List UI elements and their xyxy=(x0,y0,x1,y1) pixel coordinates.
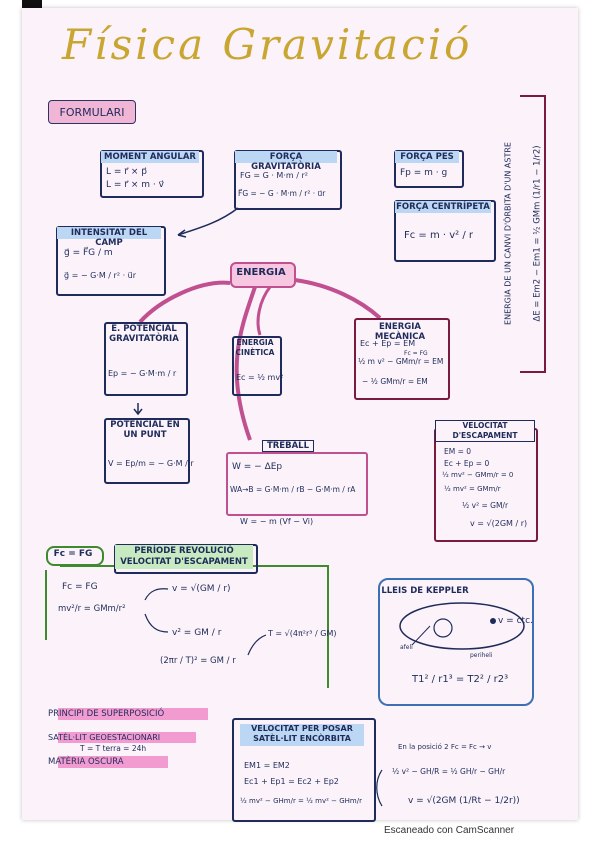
moment-formula-1: L = r⃗ × p⃗ xyxy=(106,167,147,177)
page-title: Física Gravitació xyxy=(62,20,473,69)
kepler-afeli: afeli xyxy=(400,644,413,651)
intensitat-formula-2: g⃗ = − G·M / r² · u⃗r xyxy=(64,271,137,280)
escapament-l3: ½ mv² − GMm/r = 0 xyxy=(442,471,514,479)
forca-cent-formula: Fc = m · v² / r xyxy=(404,230,474,241)
fcfg-l4: v² = GM / r xyxy=(172,628,222,638)
treball-formula-1: W = − ΔEp xyxy=(232,462,283,472)
forca-grav-formula-1: FG = G · M·m / r² xyxy=(240,171,308,180)
fc-fg-tag: Fc = FG xyxy=(53,549,93,559)
treball-formula-3: W = − m (Vf − Vi) xyxy=(240,517,314,526)
em-formula-3: Fc = FG xyxy=(404,350,428,357)
em-formula-4: − ½ GMm/r = EM xyxy=(362,377,428,386)
forca-grav-formula-2: F⃗G = − G · M·m / r² · u⃗r xyxy=(238,189,326,198)
energia-cinetica-box xyxy=(232,336,282,396)
escapament-l5: ½ v² = GM/r xyxy=(462,501,509,510)
potencial-punt-box xyxy=(104,418,190,484)
fcfg-l1: Fc = FG xyxy=(62,582,98,592)
forca-pes-header: FORÇA PES xyxy=(400,152,454,162)
energia-mecanica-header: ENERGIA MECÀNICA xyxy=(374,322,426,342)
bullet-materia-oscura: MATÈRIA OSCURA xyxy=(48,757,124,767)
potencial-header: POTENCIAL EN UN PUNT xyxy=(110,420,180,440)
periode-header: PERÍODE REVOLUCIÓ xyxy=(134,546,234,556)
kepler-box xyxy=(378,578,534,706)
em-formula-2: ½ m v² − GMm/r = EM xyxy=(358,357,444,366)
energia-cinetica-header: ENERGIA CINÈTICA xyxy=(235,338,275,357)
treball-formula-2: WA→B = G·M·m / rB − G·M·m / rA xyxy=(230,485,356,494)
fcfg-l5: (2πr / T)² = GM / r xyxy=(160,656,236,666)
intensitat-header: INTENSITAT DEL CAMP xyxy=(70,228,148,248)
satelit-r2: ½ v² − GH/R = ½ GH/r − GH/r xyxy=(392,767,506,776)
forca-pes-formula: Fp = m · g xyxy=(400,168,448,178)
satelit-box xyxy=(232,718,376,822)
formulari-tag: FORMULARI xyxy=(48,100,136,124)
satelit-r3: v = √(2GM (1/Rt − 1/2r)) xyxy=(408,796,520,806)
em-formula-1: Ec + Ep = EM xyxy=(360,339,416,348)
kepler-header: LLEIS DE KEPPLER xyxy=(381,586,469,596)
e-potencial-box xyxy=(104,322,188,396)
fcfg-l2: mv²/r = GMm/r² xyxy=(58,604,126,614)
treball-header: TREBALL xyxy=(262,440,314,452)
satelit-header: VELOCITAT PER POSAR SATÈL·LIT ENCÒRBITA xyxy=(251,724,353,743)
bullet-geoestacionari: SATÈL·LIT GEOESTACIONARI xyxy=(48,733,161,742)
canvi-orbita-formula: ΔE = Em2 − Em1 = ½ GMm (1/r1 − 1/r2) xyxy=(532,145,543,322)
intensitat-formula-1: g⃗ = F⃗G / m xyxy=(64,248,113,258)
e-potencial-header: E. POTENCIAL GRAVITATÒRIA xyxy=(109,324,179,344)
treball-box xyxy=(226,452,368,516)
energia-mecanica-box xyxy=(354,318,450,400)
kepler-third-law: T1² / r1³ = T2² / r2³ xyxy=(412,674,509,685)
potencial-formula: V = Ep/m = − G·M / r xyxy=(108,459,194,468)
notebook-page xyxy=(22,8,578,820)
bullet-geoestacionari-sub: T = T terra = 24h xyxy=(80,744,147,753)
escapament-l2: Ec + Ep = 0 xyxy=(444,459,490,468)
velocitat-header: VELOCITAT D'ESCAPAMENT xyxy=(120,557,248,567)
scanner-watermark: Escaneado con CamScanner xyxy=(384,825,515,836)
escapament-header: VELOCITAT D'ESCAPAMENT xyxy=(435,420,535,442)
e-potencial-formula: Ep = − G·M·m / r xyxy=(108,369,177,378)
satelit-r1: En la posició 2 Fc = Fc → v xyxy=(398,743,492,751)
energia-node xyxy=(230,262,296,288)
bullet-superposicio: PRINCIPI DE SUPERPOSICIÓ xyxy=(48,709,165,719)
satelit-l2: Ec1 + Ep1 = Ec2 + Ep2 xyxy=(244,777,339,786)
energia-label: ENERGIA xyxy=(236,267,286,278)
fcfg-l3: v = √(GM / r) xyxy=(172,584,231,594)
satelit-l1: EM1 = EM2 xyxy=(244,761,290,770)
kepler-v-ctc: v = ctc. xyxy=(498,616,533,626)
canvi-orbita-title: ENERGIA DE UN CANVI D'ÒRBITA D'UN ASTRE xyxy=(503,142,513,325)
escapament-l6: v = √(2GM / r) xyxy=(470,519,528,528)
fc-fg-tag-box xyxy=(46,546,104,566)
forca-grav-header: FORÇA GRAVITATÒRIA xyxy=(251,152,321,172)
moment-header: MOMENT ANGULAR xyxy=(104,152,196,162)
forca-cent-header: FORÇA CENTRÍPETA xyxy=(396,202,490,212)
kepler-periheli: periheli xyxy=(470,652,493,659)
moment-formula-2: L = r⃗ × m · v⃗ xyxy=(106,180,164,190)
satelit-l3: ½ mv² − GHm/r = ½ mv² − GHm/r xyxy=(240,797,362,805)
fcfg-l6: T = √(4π²r³ / GM) xyxy=(268,629,337,638)
escapament-l1: EM = 0 xyxy=(444,447,472,456)
energia-cinetica-formula: Ec = ½ mv² xyxy=(236,373,284,382)
escapament-l4: ½ mv² = GMm/r xyxy=(444,485,501,493)
